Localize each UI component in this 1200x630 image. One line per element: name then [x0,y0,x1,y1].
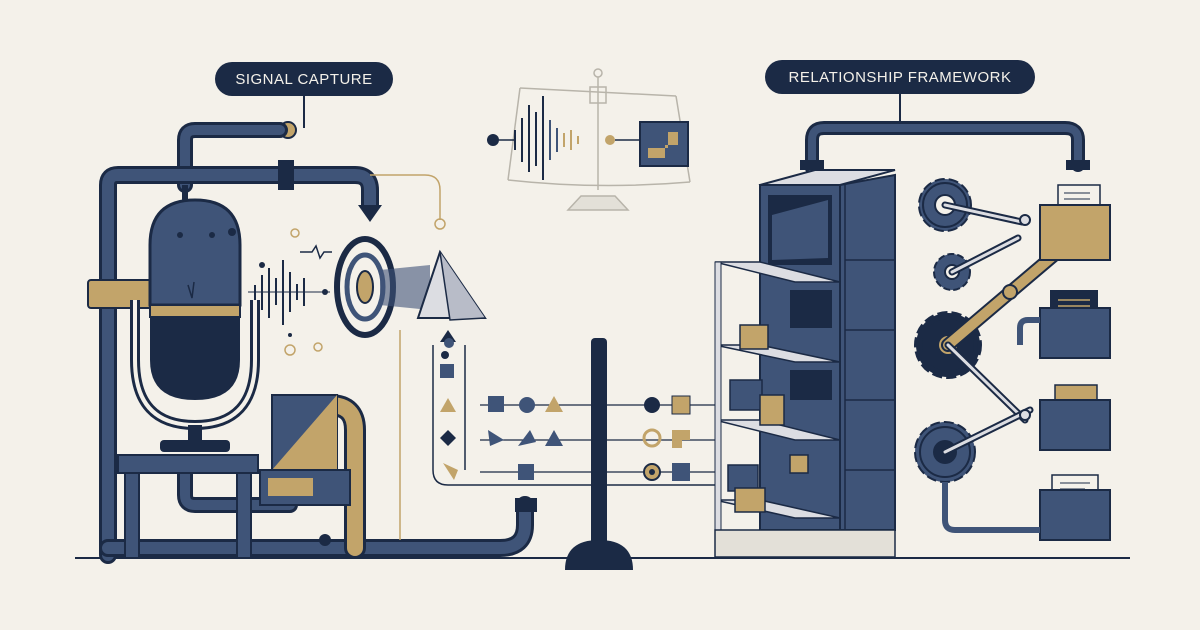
data-conduit [432,330,715,486]
pipe-network-icon [99,122,534,564]
signal-capture-label: SIGNAL CAPTURE [215,62,393,96]
signal-to-scale [487,96,689,180]
relationship-framework-text: RELATIONSHIP FRAMEWORK [789,69,1012,86]
file-tray-icon [1039,384,1111,451]
signal-capture-text: SIGNAL CAPTURE [235,71,372,88]
prism-icon [416,249,487,321]
divider-post [565,338,633,570]
sound-wave-icon [248,260,330,325]
file-tray-icon [942,474,1111,541]
signal-particles [228,228,332,356]
pipe-coupling [278,160,294,190]
linkage-arms [941,201,1067,456]
gold-wire [370,174,441,220]
stand-table [117,454,259,559]
target-receiver-icon [334,236,430,338]
pipe-coupling [515,498,537,512]
microphone-icon [130,185,260,452]
shelves [714,261,896,558]
file-tray-icon [1039,184,1111,261]
file-tray-icon [1017,290,1111,359]
nozzle-icon [358,205,382,222]
framework-pipe [805,121,1085,175]
processing-box [259,394,351,546]
relationship-framework-label: RELATIONSHIP FRAMEWORK [765,60,1035,94]
